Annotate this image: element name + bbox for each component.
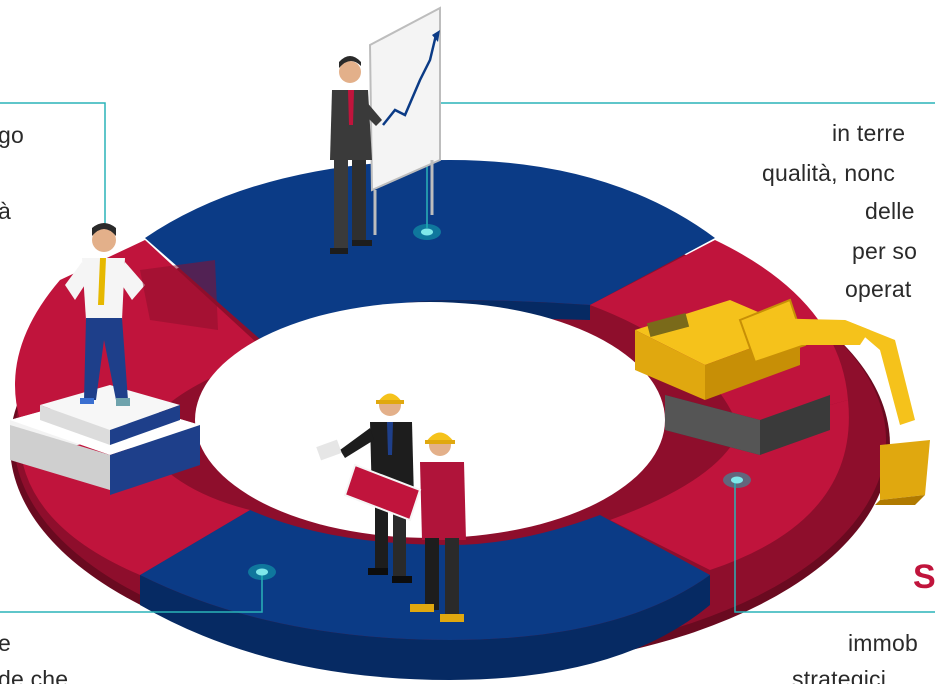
- text-top-right-line5: operat: [845, 276, 912, 302]
- text-top-right-line1: in terre: [832, 120, 906, 146]
- text-top-right-line4: per so: [852, 238, 918, 264]
- connector-top-left: [0, 102, 106, 225]
- text-bottom-right-line2: strategici: [792, 666, 887, 684]
- excavator-icon: [635, 298, 930, 505]
- connector-dot-right: [723, 472, 751, 488]
- businessman-chart-icon: [330, 6, 441, 254]
- bottom-right-heading: S: [913, 558, 935, 596]
- connector-bottom-left: [0, 573, 263, 613]
- connector-bottom-right: [734, 482, 935, 613]
- text-bottom-right-line1: immob: [848, 630, 919, 656]
- text-bottom-left-line2: de che: [0, 666, 69, 684]
- ring-segment-top-blue: [145, 160, 715, 348]
- ring-blue-bottom-edge: [140, 575, 710, 680]
- connector-dot-top: [413, 224, 441, 240]
- text-top-left-line1: go: [0, 122, 24, 148]
- ring-center-hole: [195, 302, 665, 538]
- leader-podium-icon: [10, 223, 218, 495]
- text-top-left-line2: à: [0, 198, 11, 224]
- workers-blueprint-icon: [316, 393, 466, 622]
- text-top-right-line3: delle: [865, 198, 915, 224]
- text-bottom-left-line1: e: [0, 630, 11, 656]
- connector-dot-bottom-left: [248, 564, 276, 580]
- text-top-right-line2: qualità, nonc: [762, 160, 896, 186]
